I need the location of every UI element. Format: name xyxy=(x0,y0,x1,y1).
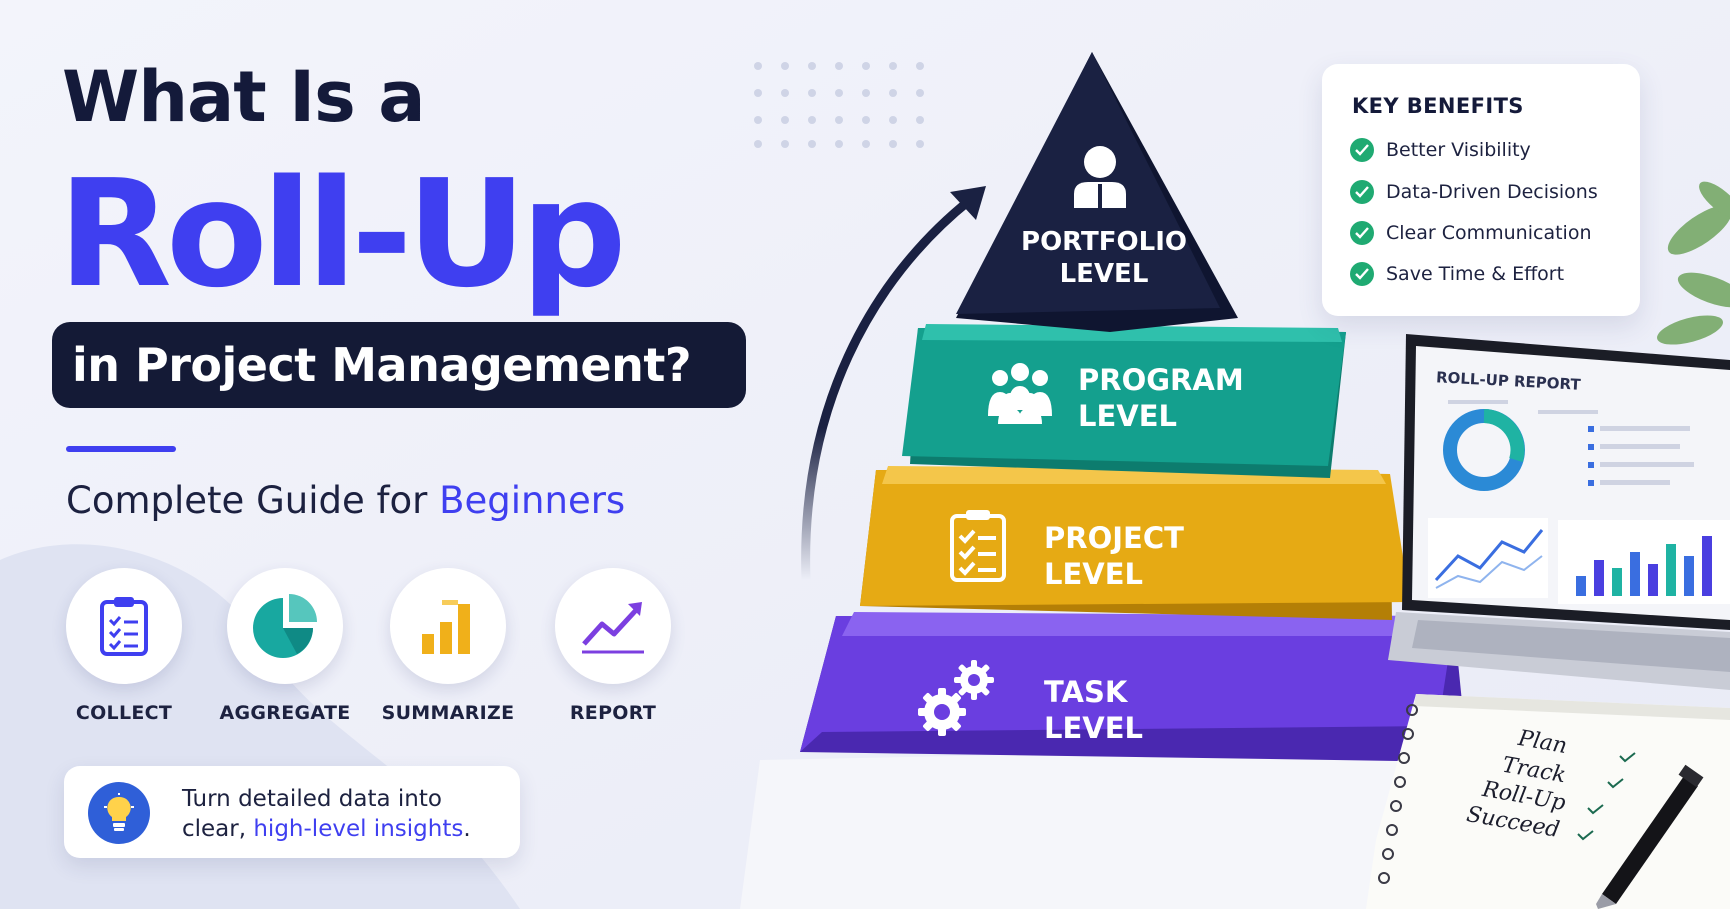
bar-chart-icon xyxy=(422,600,470,654)
checklist-icon xyxy=(950,510,1006,582)
pyramid-task-line2: LEVEL xyxy=(1044,711,1144,745)
benefit-text: Save Time & Effort xyxy=(1386,263,1565,285)
pyramid-portfolio-line2: LEVEL xyxy=(1059,259,1149,289)
step-circle xyxy=(390,568,506,684)
pyramid-portfolio-label: PORTFOLIO LEVEL xyxy=(1020,226,1188,290)
benefit-item: Better Visibility xyxy=(1350,138,1531,162)
pyramid-task-block xyxy=(800,612,1468,762)
pyramid-project-line1: PROJECT xyxy=(1044,521,1184,555)
pyramid-task-label: TASK LEVEL xyxy=(1044,674,1143,746)
headline-line1: What Is a xyxy=(62,56,425,138)
subtitle-highlight: Beginners xyxy=(439,479,626,522)
check-icon xyxy=(1350,221,1374,245)
curved-arrow xyxy=(801,186,986,585)
step-label: AGGREGATE xyxy=(219,702,351,724)
insight-line2-suffix: . xyxy=(463,816,471,842)
headline-line3: in Project Management? xyxy=(72,338,692,392)
step-label: SUMMARIZE xyxy=(381,702,515,724)
benefit-text: Data-Driven Decisions xyxy=(1386,181,1598,203)
person-icon xyxy=(1074,146,1126,208)
clipboard-icon xyxy=(100,597,148,656)
notebook xyxy=(1366,694,1730,909)
pyramid-task-line1: TASK xyxy=(1044,675,1128,709)
dot-grid-decoration xyxy=(754,62,924,148)
step-report: REPORT xyxy=(533,568,693,724)
insight-line2: clear, high-level insights. xyxy=(182,814,471,844)
insight-line2-highlight: high-level insights xyxy=(253,816,464,842)
pyramid-project-block xyxy=(860,466,1410,620)
check-icon xyxy=(1350,138,1374,162)
step-label: COLLECT xyxy=(75,702,173,724)
step-label: REPORT xyxy=(569,702,657,724)
benefit-item: Clear Communication xyxy=(1350,221,1591,245)
benefit-item: Data-Driven Decisions xyxy=(1350,180,1598,204)
insight-line2-prefix: clear, xyxy=(182,816,254,842)
step-circle xyxy=(227,568,343,684)
benefit-item: Save Time & Effort xyxy=(1350,262,1564,286)
lightbulb-icon xyxy=(104,793,134,831)
group-icon xyxy=(988,363,1052,424)
pyramid-program-label: PROGRAM LEVEL xyxy=(1078,362,1244,434)
pyramid-program-line2: LEVEL xyxy=(1078,399,1178,433)
insight-line1: Turn detailed data into xyxy=(182,786,442,812)
line-chart-icon xyxy=(582,602,644,654)
pyramid-project-line2: LEVEL xyxy=(1044,557,1144,591)
key-benefits-card: KEY BENEFITS Better Visibility Data-Driv… xyxy=(1322,64,1640,316)
gears-icon xyxy=(918,660,994,736)
laptop xyxy=(1388,334,1730,690)
step-aggregate: AGGREGATE xyxy=(205,568,365,724)
step-circle xyxy=(66,568,182,684)
step-circle xyxy=(555,568,671,684)
pyramid-portfolio-line1: PORTFOLIO xyxy=(1021,227,1187,257)
subtitle-text: Complete Guide for xyxy=(66,479,440,522)
step-collect: COLLECT xyxy=(44,568,204,724)
step-summarize: SUMMARIZE xyxy=(368,568,528,724)
check-icon xyxy=(1350,180,1374,204)
pie-chart-icon xyxy=(253,594,317,658)
key-benefits-title: KEY BENEFITS xyxy=(1352,94,1524,118)
insight-card: Turn detailed data into clear, high-leve… xyxy=(64,766,520,858)
subtitle: Complete Guide for Beginners xyxy=(66,482,625,519)
insight-text: Turn detailed data into clear, high-leve… xyxy=(182,784,471,844)
pyramid-program-line1: PROGRAM xyxy=(1078,363,1244,397)
pyramid-project-label: PROJECT LEVEL xyxy=(1044,520,1184,592)
benefit-text: Better Visibility xyxy=(1386,139,1531,161)
benefit-text: Clear Communication xyxy=(1386,222,1592,244)
headline-highlight: Roll-Up xyxy=(58,148,627,320)
accent-rule xyxy=(66,446,176,452)
check-icon xyxy=(1350,262,1374,286)
headline-pill: in Project Management? xyxy=(52,322,746,408)
insight-icon-circle xyxy=(88,782,150,844)
